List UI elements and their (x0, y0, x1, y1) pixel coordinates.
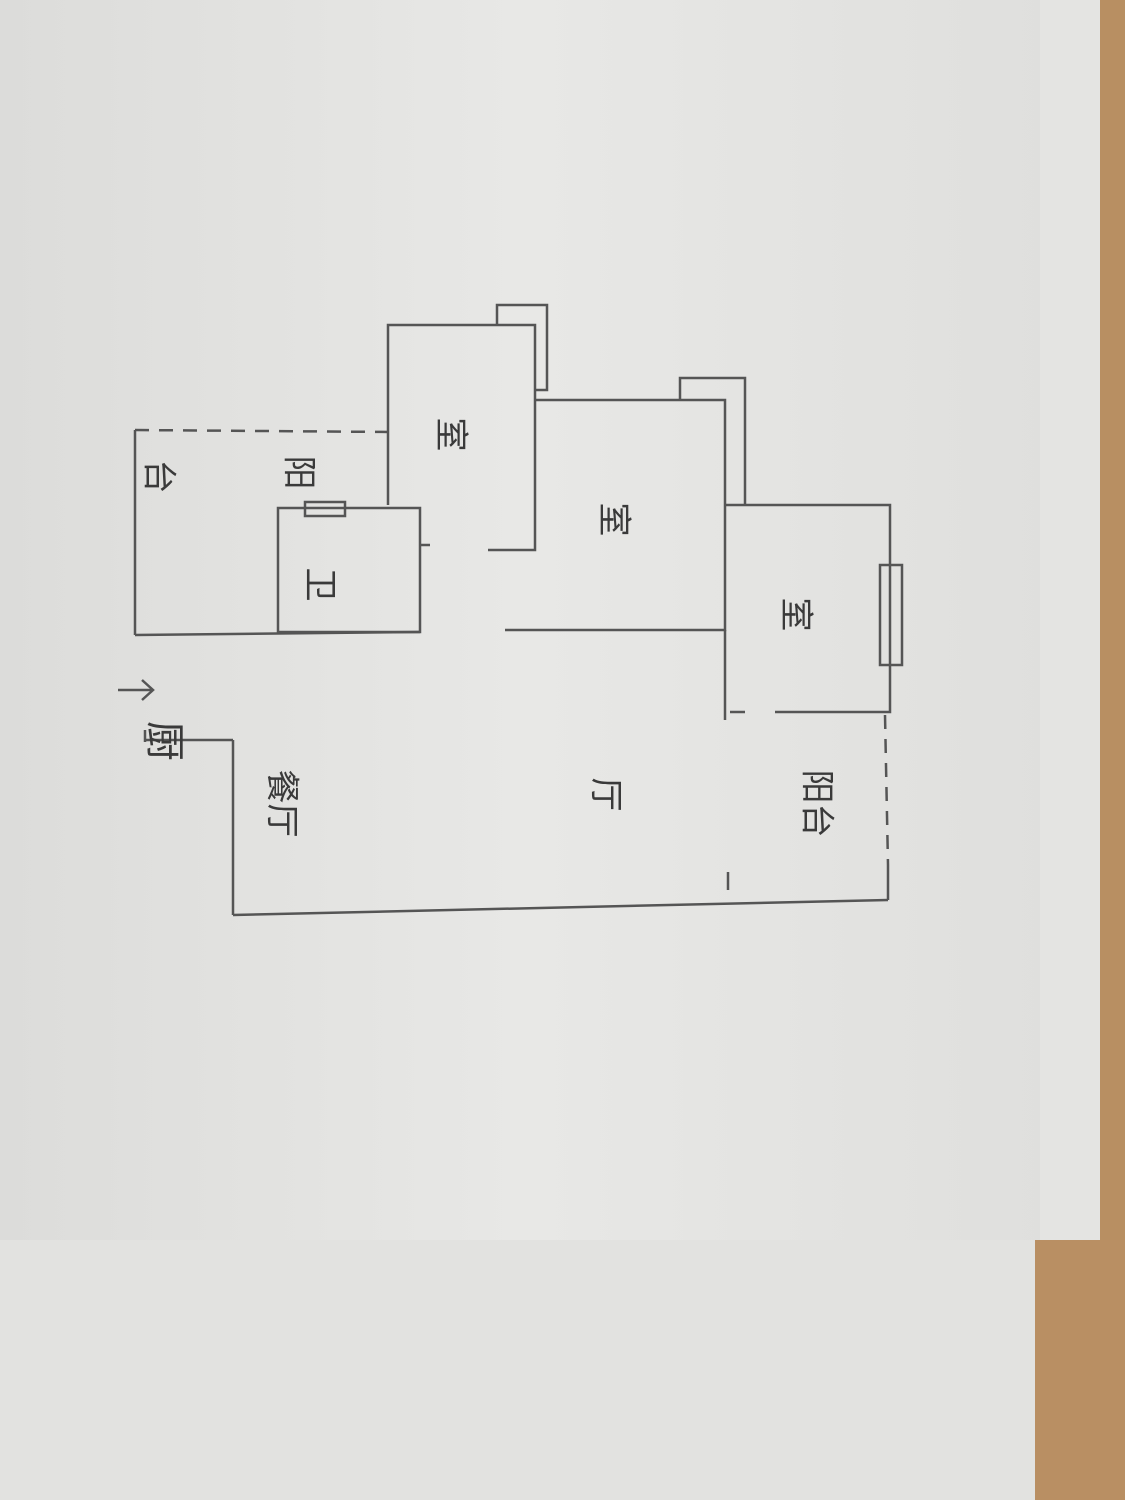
entrance-arrow (118, 679, 155, 701)
bedroom-2-window (678, 376, 747, 505)
label-balcony-right: 阳台 (796, 769, 837, 838)
bedroom-3-walls (725, 503, 892, 714)
label-dining: 餐厅 (261, 769, 302, 838)
label-bedroom-1: 室 (430, 417, 471, 452)
lower-paper (0, 1240, 1040, 1500)
label-balcony-left-a: 阳 (278, 455, 319, 490)
bedroom-3-window (878, 563, 904, 667)
cork-board-lower (1035, 1240, 1125, 1500)
bedroom-1-walls (386, 323, 537, 552)
bathroom-window (303, 500, 347, 518)
paper-edge (1040, 0, 1103, 1240)
bedroom-1-window (495, 303, 549, 392)
outer-walls (133, 430, 890, 917)
bathroom-walls (276, 506, 422, 634)
label-balcony-left-b: 台 (138, 459, 179, 494)
dashed-balcony-lines (134, 428, 890, 866)
label-kitchen: 厨 (141, 721, 187, 761)
label-bedroom-3: 室 (775, 597, 816, 632)
label-bedroom-2: 室 (593, 502, 634, 537)
bedroom-2-walls (505, 398, 727, 632)
label-living: 厅 (585, 777, 626, 812)
label-bathroom: 卫 (299, 567, 340, 602)
